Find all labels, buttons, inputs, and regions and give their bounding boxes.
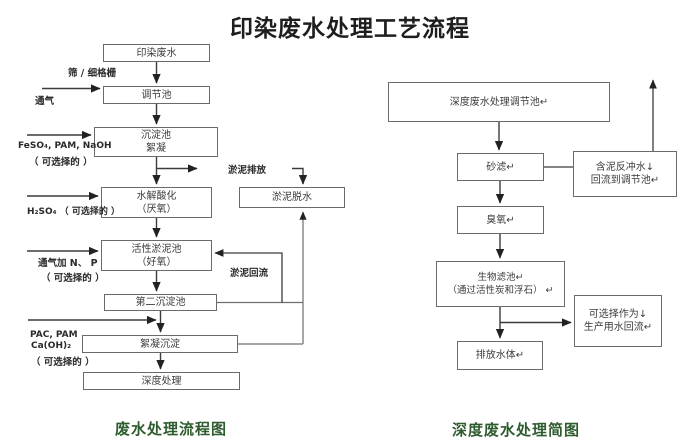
page-title: 印染废水处理工艺流程	[230, 16, 470, 42]
node-secondary-sedimentation: 第二沉淀池	[104, 294, 217, 311]
node-ozone: 臭氧↵	[457, 206, 544, 234]
node-label: 活性淤泥池	[131, 243, 182, 255]
label-optional-1: （ 可选择的 ）	[29, 157, 93, 168]
node-label: 印染废水	[136, 47, 177, 59]
node-production-water-reuse: 可选择作为↓ 生产用水回流↵	[574, 295, 662, 347]
node-label: 含泥反冲水↓	[595, 162, 655, 173]
node-biofilter: 生物滤池↵ （通过活性炭和浮石） ↵	[436, 261, 565, 307]
node-activated-sludge-tank: 活性淤泥池 （好氧）	[101, 240, 212, 271]
node-label: 淤泥脱水	[272, 192, 312, 203]
node-label: （通过活性炭和浮石） ↵	[447, 285, 554, 296]
node-regulating-tank: 调节池	[103, 86, 210, 104]
arrow-sludge-return-to-huoxing	[214, 249, 283, 303]
node-label: 生产用水回流↵	[583, 322, 653, 333]
label-sludge-discharge: 淤泥排放	[228, 165, 267, 176]
label-feso4-pam-naoh: FeSO₄, PAM, NaOH	[18, 141, 112, 151]
caption-left-diagram: 废水处理流程图	[115, 420, 228, 438]
node-sand-filter: 砂滤↵	[457, 153, 544, 181]
node-label: 生物滤池↵	[477, 272, 524, 283]
node-advanced-regulating-tank: 深度废水处理调节池↵	[388, 82, 610, 122]
node-label: 砂滤↵	[486, 161, 515, 173]
node-label: 第二沉淀池	[135, 297, 186, 308]
node-label: 沉淀池	[141, 130, 171, 141]
node-advanced-treatment: 深度处理	[83, 372, 240, 390]
label-caoh2: Ca(OH)₂	[31, 341, 72, 351]
node-label: 可选择作为↓	[588, 309, 648, 320]
node-label: 深度处理	[141, 375, 182, 387]
node-label: （厌氧）	[136, 203, 177, 215]
label-optional-3: （ 可选择的 ）	[31, 357, 95, 368]
node-label: 排放水体↵	[475, 350, 525, 361]
label-aeration: 通气	[35, 96, 55, 107]
node-label: 臭氧↵	[486, 214, 515, 226]
node-dyeing-wastewater: 印染废水	[103, 44, 210, 62]
node-hydrolysis-acidification: 水解酸化 （厌氧）	[101, 187, 212, 218]
node-label: 絮凝	[146, 143, 166, 154]
node-sedimentation-tank: 沉淀池 絮凝	[94, 127, 218, 157]
label-aeration-n-p: 通气加 N、 P	[38, 258, 98, 269]
node-discharge-water-body: 排放水体↵	[457, 341, 543, 370]
node-label: 回流到调节池↵	[590, 175, 660, 186]
node-label: 调节池	[141, 89, 172, 101]
node-label: 深度废水处理调节池↵	[449, 96, 549, 108]
label-h2so4-optional: H₂SO₄ （ 可选择的 ）	[27, 207, 120, 217]
label-sludge-return: 淤泥回流	[230, 268, 269, 279]
node-label: （好氧）	[136, 256, 177, 268]
label-screen-fine-grid: 筛 / 细格栅	[68, 68, 117, 79]
arrow-discharge-into-tuoshui	[292, 167, 308, 185]
label-optional-2: （ 可选择的 ）	[41, 273, 105, 284]
node-label: 絮凝沉淀	[140, 338, 180, 350]
node-sludge-dewatering: 淤泥脱水	[239, 187, 345, 208]
label-pac-pam: PAC, PAM	[30, 330, 78, 340]
node-label: 水解酸化	[136, 190, 177, 202]
caption-right-diagram: 深度废水处理简图	[452, 421, 581, 439]
node-flocculation-sedimentation: 絮凝沉淀	[82, 335, 238, 353]
node-backwash-return: 含泥反冲水↓ 回流到调节池↵	[573, 151, 677, 197]
